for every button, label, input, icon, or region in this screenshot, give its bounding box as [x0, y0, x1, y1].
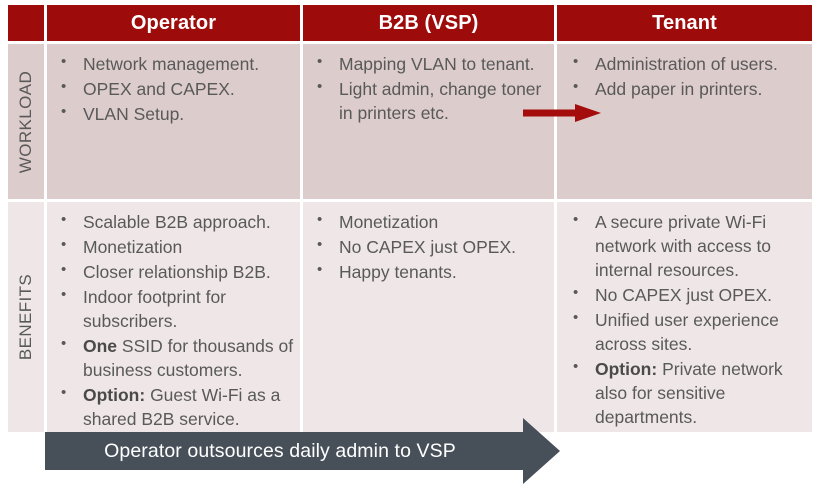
bullet-text: SSID for thousands of business customers…: [83, 335, 294, 380]
bullet-list-benefits-tenant: A secure private Wi-Fi network with acce…: [557, 202, 812, 430]
bullet-text: Scalable B2B approach.: [83, 212, 271, 232]
bullet-emphasis: Option:: [595, 358, 658, 379]
row-label-benefits-text: BENEFITS: [16, 273, 36, 361]
banner-arrow-label: Operator outsources daily admin to VSP: [104, 439, 456, 462]
list-item: Scalable B2B approach.: [55, 210, 294, 235]
bullet-text: Add paper in printers.: [595, 78, 763, 99]
list-item: Closer relationship B2B.: [55, 260, 294, 285]
header-cell-operator: Operator: [47, 5, 300, 41]
row-label-benefits: BENEFITS: [8, 202, 44, 432]
header-corner-cell: [8, 5, 44, 41]
bullet-list-benefits-b2b: Monetization No CAPEX just OPEX. Happy t…: [303, 202, 554, 285]
list-item: Happy tenants.: [311, 260, 548, 285]
bullet-text: Administration of users.: [595, 54, 778, 74]
list-item: Add paper in printers.: [567, 77, 806, 102]
matrix-header-row: Operator B2B (VSP) Tenant: [8, 5, 812, 41]
bullet-text: Mapping VLAN to tenant.: [339, 54, 535, 74]
bullet-text: Private network also for sensitive depar…: [595, 358, 783, 427]
bullet-text: Happy tenants.: [339, 261, 457, 282]
list-item: One SSID for thousands of business custo…: [55, 334, 294, 383]
list-item: OPEX and CAPEX.: [55, 77, 294, 102]
list-item: Network management.: [55, 52, 294, 77]
list-item: Monetization: [311, 210, 548, 235]
header-cell-b2b: B2B (VSP): [303, 5, 554, 41]
list-item: Light admin, change toner in printers et…: [311, 77, 548, 126]
bullet-list-benefits-operator: Scalable B2B approach. Monetization Clos…: [47, 202, 300, 432]
cell-benefits-b2b: Monetization No CAPEX just OPEX. Happy t…: [303, 202, 554, 432]
bullet-text: Guest Wi-Fi as a shared B2B service.: [83, 384, 281, 429]
bullet-text: Closer relationship B2B.: [83, 261, 271, 282]
comparison-matrix: Operator B2B (VSP) Tenant WORKLOAD Netwo…: [8, 5, 812, 432]
list-item: Indoor footprint for subscribers.: [55, 285, 294, 334]
list-item: Mapping VLAN to tenant.: [311, 52, 548, 77]
cell-workload-tenant: Administration of users. Add paper in pr…: [557, 44, 812, 199]
list-item: Option: Guest Wi-Fi as a shared B2B serv…: [55, 383, 294, 432]
bullet-list-workload-operator: Network management. OPEX and CAPEX. VLAN…: [47, 44, 300, 127]
bullet-text: OPEX and CAPEX.: [83, 78, 235, 99]
row-label-workload-text: WORKLOAD: [16, 70, 36, 173]
list-item: Unified user experience across sites.: [567, 308, 806, 357]
bullet-text: VLAN Setup.: [83, 103, 185, 124]
matrix-row-benefits: BENEFITS Scalable B2B approach. Monetiza…: [8, 202, 812, 432]
cell-workload-operator: Network management. OPEX and CAPEX. VLAN…: [47, 44, 300, 199]
bullet-text: Network management.: [83, 54, 260, 74]
list-item: No CAPEX just OPEX.: [311, 235, 548, 260]
bullet-text: Monetization: [339, 212, 439, 232]
bullet-text: A secure private Wi-Fi network with acce…: [595, 212, 772, 280]
bullet-text: Unified user experience across sites.: [595, 309, 779, 354]
bullet-list-workload-b2b: Mapping VLAN to tenant. Light admin, cha…: [303, 44, 554, 126]
bullet-text: No CAPEX just OPEX.: [595, 284, 773, 305]
cell-benefits-operator: Scalable B2B approach. Monetization Clos…: [47, 202, 300, 432]
matrix-row-workload: WORKLOAD Network management. OPEX and CA…: [8, 44, 812, 199]
bullet-text: Light admin, change toner in printers et…: [339, 78, 542, 123]
bullet-emphasis: Option:: [83, 384, 146, 405]
bullet-list-workload-tenant: Administration of users. Add paper in pr…: [557, 44, 812, 102]
header-cell-tenant: Tenant: [557, 5, 812, 41]
list-item: A secure private Wi-Fi network with acce…: [567, 210, 806, 283]
cell-benefits-tenant: A secure private Wi-Fi network with acce…: [557, 202, 812, 432]
list-item: Option: Private network also for sensiti…: [567, 357, 806, 430]
bullet-text: Indoor footprint for subscribers.: [83, 286, 226, 331]
banner-arrow: Operator outsources daily admin to VSP: [45, 418, 560, 484]
list-item: No CAPEX just OPEX.: [567, 283, 806, 308]
row-label-workload-rotated: WORKLOAD: [8, 44, 44, 199]
row-label-workload: WORKLOAD: [8, 44, 44, 199]
list-item: Administration of users.: [567, 52, 806, 77]
bullet-text: No CAPEX just OPEX.: [339, 236, 517, 257]
list-item: Monetization: [55, 235, 294, 260]
bullet-text: Monetization: [83, 236, 183, 257]
row-label-benefits-rotated: BENEFITS: [8, 202, 44, 432]
list-item: VLAN Setup.: [55, 102, 294, 127]
cell-workload-b2b: Mapping VLAN to tenant. Light admin, cha…: [303, 44, 554, 199]
bullet-emphasis: One: [83, 335, 118, 356]
